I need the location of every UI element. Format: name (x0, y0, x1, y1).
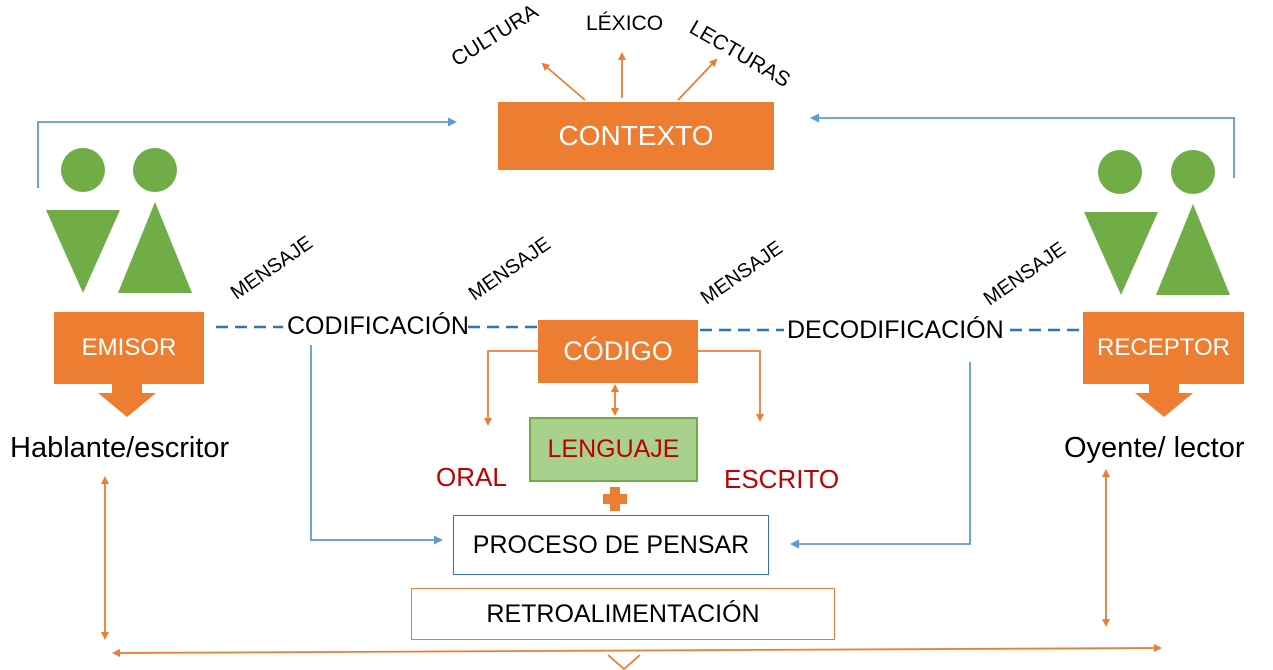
arrow-emisor-contexto (37, 117, 457, 188)
proceso-label: PROCESO DE PENSAR (472, 530, 750, 559)
emisor-down-arrow (98, 383, 156, 417)
oral-label: ORAL (436, 462, 507, 492)
contexto-box: CONTEXTO (498, 102, 774, 170)
receptor-label: RECEPTOR (1097, 334, 1230, 361)
decodificacion-label: DECODIFICACIÓN (787, 316, 1004, 344)
feedback-chevron (607, 654, 641, 670)
arrow-codificacion-proceso (310, 345, 443, 545)
arrow-codigo-escrito (698, 350, 764, 422)
lenguaje-box: LENGUAJE (529, 417, 698, 482)
codigo-label: CÓDIGO (563, 336, 673, 366)
receptor-subtitle: Oyente/ lector (1064, 432, 1245, 464)
arrow-receptor-contexto (810, 113, 1235, 178)
branch-lexico: LÉXICO (586, 12, 664, 35)
arrow-contexto-cultura (541, 62, 586, 101)
arrow-feedback-horizontal (112, 644, 1162, 657)
receptor-down-arrow (1135, 383, 1193, 417)
plus-icon (603, 487, 627, 511)
retroalimentacion-label: RETROALIMENTACIÓN (486, 599, 760, 628)
emisor-label: EMISOR (81, 334, 177, 361)
proceso-box: PROCESO DE PENSAR (453, 515, 769, 575)
lenguaje-label: LENGUAJE (547, 435, 680, 463)
arrow-decodificacion-proceso (790, 362, 971, 549)
emisor-box: EMISOR (54, 312, 204, 384)
emisor-subtitle: Hablante/escritor (10, 432, 230, 464)
codificacion-label: CODIFICACIÓN (287, 312, 469, 340)
arrow-contexto-lecturas (677, 58, 718, 101)
emisor-people-icon (46, 148, 192, 293)
escrito-label: ESCRITO (724, 464, 840, 494)
contexto-label: CONTEXTO (558, 120, 714, 151)
arrow-codigo-oral (484, 350, 538, 426)
receptor-people-icon (1084, 150, 1230, 295)
codigo-box: CÓDIGO (538, 320, 698, 383)
retroalimentacion-box: RETROALIMENTACIÓN (411, 588, 835, 640)
receptor-box: RECEPTOR (1083, 312, 1244, 384)
